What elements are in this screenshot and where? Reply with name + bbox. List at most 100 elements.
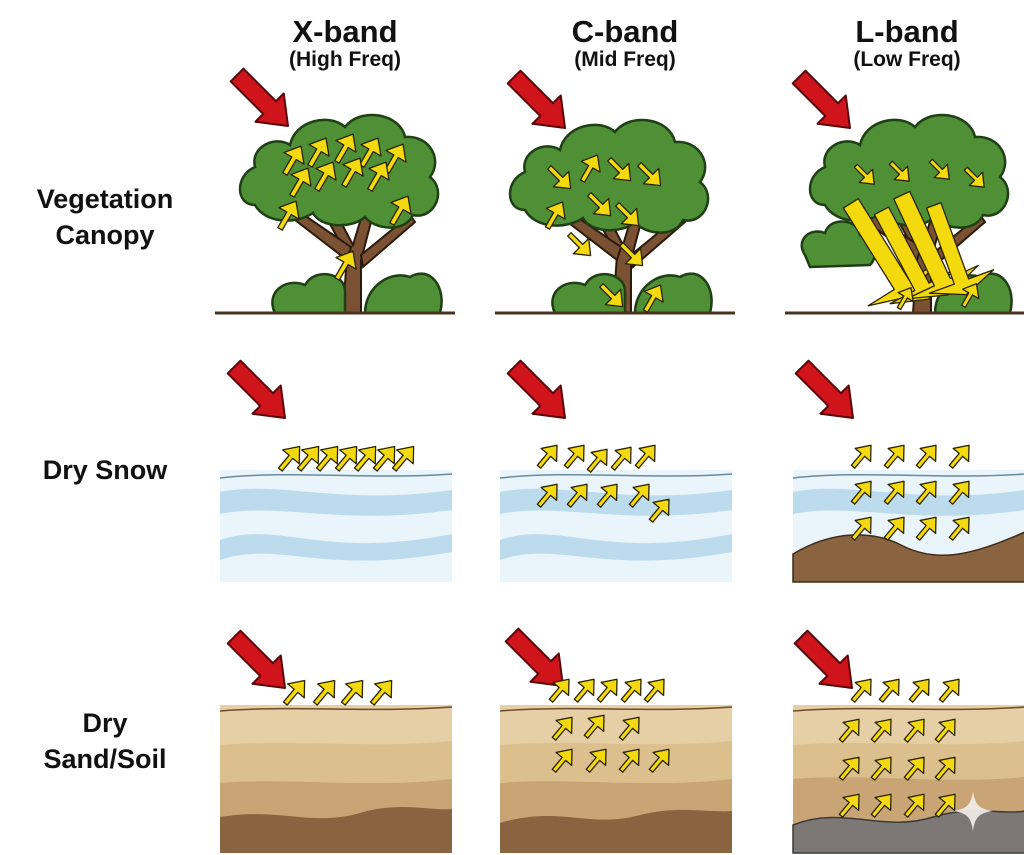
snow-surface xyxy=(219,473,453,479)
tree-icon xyxy=(238,113,443,315)
scatter-arrow-icon xyxy=(870,718,892,743)
row-label-dry-sand-soil: Dry Sand/Soil xyxy=(0,705,210,777)
snow-surface xyxy=(792,473,1024,479)
column-title: X-band xyxy=(292,14,398,49)
scatter-arrow-icon xyxy=(359,137,382,168)
scatter-arrow-icon xyxy=(948,516,970,541)
scatter-arrow-icon xyxy=(637,162,662,187)
scatter-arrow-icon xyxy=(277,445,301,472)
scatter-arrow-icon xyxy=(853,163,875,185)
column-subtitle: (Low Freq) xyxy=(853,48,961,71)
scatter-arrow-icon xyxy=(883,516,905,541)
incident-arrow-icon xyxy=(229,67,289,127)
scatter-arrow-icon xyxy=(903,718,925,743)
scatter-arrow-icon xyxy=(896,286,914,311)
scatter-arrow-icon xyxy=(551,716,573,741)
scatter-arrow-icon xyxy=(391,445,415,472)
row-label-line: Dry xyxy=(82,708,128,738)
panel-dry-snow-l-band xyxy=(792,470,1024,583)
scatter-arrow-icon xyxy=(596,483,618,508)
scatter-arrow-icon xyxy=(314,161,337,192)
row-label-line: Vegetation xyxy=(36,184,174,214)
scatter-arrow-icon xyxy=(850,678,872,703)
scatter-arrow-icon xyxy=(340,679,364,706)
scatter-arrow-icon xyxy=(607,157,632,182)
row-label-line: Dry Snow xyxy=(42,455,168,485)
scatter-arrow-icon xyxy=(620,678,642,703)
scatter-arrow-icon xyxy=(850,516,872,541)
scatter-arrow-icon xyxy=(307,137,330,168)
scatter-arrow-icon xyxy=(915,516,937,541)
scatter-arrow-icon xyxy=(903,756,925,781)
sand-surface xyxy=(792,706,1024,712)
sand-surface xyxy=(499,706,733,712)
snow-band xyxy=(500,488,732,516)
scatter-arrow-icon xyxy=(838,718,860,743)
scatter-arrow-icon xyxy=(915,444,937,469)
scatter-arrow-icon xyxy=(563,444,585,469)
scatter-arrow-icon xyxy=(579,154,601,183)
scatter-arrow-icon xyxy=(282,145,305,176)
incident-arrow-icon xyxy=(226,629,286,689)
scatter-arrow-icon xyxy=(838,756,860,781)
soil-layer xyxy=(500,809,732,853)
row-label-line: Canopy xyxy=(55,220,155,250)
row-label-line: Sand/Soil xyxy=(43,744,167,774)
column-header-x-band: X-band (High Freq) xyxy=(235,14,455,72)
scatter-arrow-icon xyxy=(586,448,608,473)
snow-band xyxy=(220,488,452,516)
scatter-arrow-icon xyxy=(372,445,396,472)
sparkle-icon xyxy=(953,791,993,831)
scatter-arrow-icon xyxy=(908,678,930,703)
scatter-arrow-icon xyxy=(282,679,306,706)
column-title: C-band xyxy=(571,14,679,49)
scatter-arrow-icon xyxy=(341,157,364,188)
scatter-arrow-icon xyxy=(963,166,985,188)
scatter-arrow-icon xyxy=(903,793,925,818)
row-label-vegetation: Vegetation Canopy xyxy=(0,181,210,253)
scatter-arrow-icon xyxy=(883,480,905,505)
scatter-arrow-icon xyxy=(353,445,377,472)
scatter-arrow-icon xyxy=(634,444,656,469)
scatter-arrow-icon xyxy=(551,748,573,773)
incident-arrow-icon xyxy=(793,629,853,689)
panel-dry-snow-x-band xyxy=(219,470,453,582)
scatter-arrow-icon xyxy=(648,748,670,773)
scatter-arrow-icon xyxy=(870,793,892,818)
incident-arrow-icon xyxy=(794,359,854,419)
scatter-arrow-icon xyxy=(587,192,612,217)
scatter-arrow-icon xyxy=(334,445,358,472)
scatter-arrow-icon xyxy=(838,793,860,818)
soil-layer xyxy=(220,806,452,853)
scatter-arrow-icon xyxy=(643,678,665,703)
row-label-dry-snow: Dry Snow xyxy=(0,452,210,488)
scatter-arrow-icon xyxy=(961,283,980,308)
scatter-arrow-icon xyxy=(925,202,995,296)
scatter-arrow-icon xyxy=(367,161,390,192)
scatter-arrow-icon xyxy=(934,718,956,743)
scatter-arrow-icon xyxy=(296,445,320,472)
scatter-arrow-icon xyxy=(618,716,640,741)
sand-surface xyxy=(219,706,453,712)
snow-layer xyxy=(220,470,452,582)
scatter-arrow-icon xyxy=(870,756,892,781)
scatter-arrow-icon xyxy=(618,748,640,773)
scatter-arrow-icon xyxy=(596,678,618,703)
scatter-arrow-icon xyxy=(934,793,956,818)
scatter-arrow-icon xyxy=(938,678,960,703)
scatter-arrow-icon xyxy=(536,444,558,469)
scatter-arrow-icon xyxy=(928,158,950,180)
panel-vegetation-x-band xyxy=(215,113,455,315)
scatter-arrow-icon xyxy=(583,714,605,739)
scatter-arrow-icon xyxy=(934,756,956,781)
scatter-arrow-icon xyxy=(915,480,937,505)
scatter-arrow-icon xyxy=(628,483,650,508)
incident-arrow-icon xyxy=(226,359,286,419)
incident-arrow-icon xyxy=(791,69,851,129)
scatter-arrow-icon xyxy=(334,133,357,164)
scatter-arrow-icon xyxy=(548,678,570,703)
scatter-arrow-icon xyxy=(850,480,872,505)
scatter-arrow-icon xyxy=(315,445,339,472)
scatter-arrow-icon xyxy=(888,160,910,182)
